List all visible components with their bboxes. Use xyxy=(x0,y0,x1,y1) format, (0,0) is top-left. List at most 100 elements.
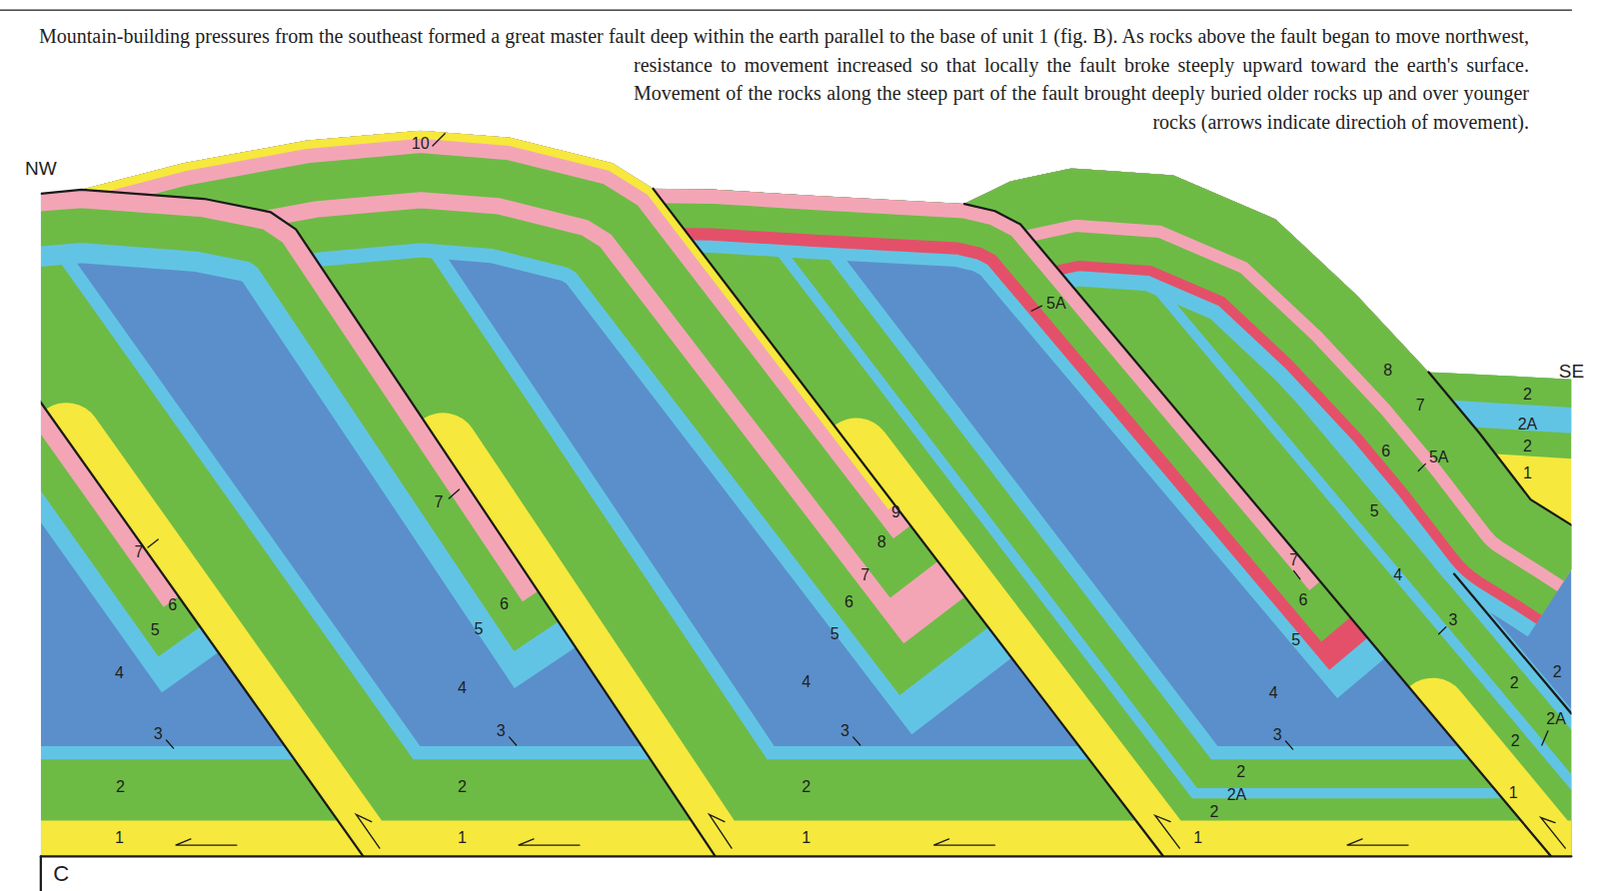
unit-number: 4 xyxy=(457,680,467,697)
rock-layers xyxy=(40,101,1573,857)
unit-number: 7 xyxy=(1416,397,1426,414)
unit-number: 5A xyxy=(1429,449,1450,466)
direction-label: C xyxy=(52,863,69,886)
leader-line xyxy=(1286,741,1294,750)
unit-number: 1 xyxy=(1509,785,1519,802)
unit-number: 2 xyxy=(115,779,125,796)
thrust-sheet xyxy=(40,101,1573,857)
movement-arrow xyxy=(1347,839,1409,846)
unit-number: 2 xyxy=(1523,386,1533,403)
fault-line xyxy=(964,203,1552,857)
thrust-sheet xyxy=(1408,356,1572,561)
leader-line xyxy=(1294,571,1301,580)
movement-arrow xyxy=(1155,815,1181,849)
unit-number: 9 xyxy=(891,504,901,521)
unit-number: 8 xyxy=(877,534,887,551)
caption-spacer xyxy=(37,21,39,79)
movement-arrow xyxy=(709,814,732,849)
unit-number: 4 xyxy=(801,674,811,691)
unit-number: 3 xyxy=(496,723,506,740)
caption-block: Mountain-building pressures from the sou… xyxy=(37,21,1530,139)
fault-line xyxy=(1428,372,1572,526)
unit-number: 3 xyxy=(1273,727,1283,744)
frame-line xyxy=(0,9,1572,891)
unit-number: 1 xyxy=(801,830,811,847)
unit-number: 2 xyxy=(801,779,811,796)
unit-number: 7 xyxy=(1289,552,1299,569)
unit-number: 2 xyxy=(1210,804,1220,821)
unit-number: 2 xyxy=(1553,664,1563,681)
leader-line xyxy=(1418,463,1426,471)
unit-number: 1 xyxy=(114,830,124,847)
unit-number: 2 xyxy=(1236,764,1246,781)
frame-line xyxy=(40,855,1573,858)
unit-number: 1 xyxy=(1523,465,1533,482)
fault-line xyxy=(40,189,716,857)
thrust-sheet xyxy=(949,167,1573,538)
movement-arrow xyxy=(933,839,995,846)
thrust-sheet xyxy=(612,152,1573,857)
leader-line xyxy=(1439,627,1447,635)
unit-number: 1 xyxy=(1193,830,1203,847)
fault-line xyxy=(652,188,1164,857)
unit-number: 8 xyxy=(1383,362,1393,379)
unit-number: 4 xyxy=(1393,567,1403,584)
unit-number: 7 xyxy=(434,494,444,511)
unit-number: 2 xyxy=(1511,733,1521,750)
thrust-sheet xyxy=(918,152,1572,857)
frame-line xyxy=(0,9,1572,11)
unit-number: 5 xyxy=(1291,632,1301,649)
unit-number: 6 xyxy=(844,594,854,611)
unit-number: 6 xyxy=(167,597,177,614)
caption-text: Mountain-building pressures from the sou… xyxy=(38,24,1530,133)
leader-line xyxy=(432,133,445,146)
unit-number: 5 xyxy=(473,621,483,638)
movement-arrow xyxy=(175,814,1567,849)
leader-line xyxy=(147,539,158,548)
leader-line xyxy=(853,737,861,746)
fault-line xyxy=(40,188,1573,857)
unit-number: 2 xyxy=(457,779,467,796)
thrust-sheet xyxy=(40,101,1573,857)
movement-arrow xyxy=(518,839,580,846)
leader-line xyxy=(1031,305,1042,311)
direction-label: NW xyxy=(24,158,57,178)
unit-number: 5 xyxy=(1370,503,1380,520)
unit-number: 2A xyxy=(1518,416,1539,433)
direction-label: SE xyxy=(1559,360,1585,380)
unit-number: 3 xyxy=(1449,612,1459,629)
unit-number: 2 xyxy=(1523,438,1533,455)
unit-number: 4 xyxy=(1269,685,1279,702)
unit-number: 10 xyxy=(411,135,430,152)
leader-line xyxy=(1542,731,1549,746)
leader-line xyxy=(509,737,517,746)
movement-arrow xyxy=(1541,818,1567,850)
thrust-sheet xyxy=(1433,713,1573,857)
movement-arrow xyxy=(355,814,379,849)
leader-line xyxy=(165,740,173,749)
unit-number: 6 xyxy=(499,596,509,613)
unit-number: 5 xyxy=(830,626,840,643)
unit-number: 3 xyxy=(840,723,850,740)
fault-line xyxy=(40,258,364,857)
unit-number: 2A xyxy=(1227,787,1248,804)
unit-number: 5A xyxy=(1046,295,1067,312)
leader-line xyxy=(448,489,459,499)
unit-number: 2 xyxy=(1510,675,1520,692)
unit-number: 3 xyxy=(153,726,163,743)
fault-line xyxy=(1454,574,1572,715)
unit-number: 7 xyxy=(133,544,143,561)
unit-number: 7 xyxy=(860,567,870,584)
unit-number: 4 xyxy=(114,665,124,682)
thrust-sheet xyxy=(949,167,1573,538)
unit-number: 6 xyxy=(1298,592,1308,609)
thrust-sheet xyxy=(949,167,1573,538)
unit-number: 5 xyxy=(150,622,160,639)
unit-number: 2A xyxy=(1546,711,1567,728)
unit-number: 1 xyxy=(457,830,467,847)
thrust-sheet xyxy=(1408,356,1572,561)
thrust-sheet xyxy=(949,167,1573,538)
unit-number: 6 xyxy=(1381,443,1391,460)
caption-spacer xyxy=(37,78,634,139)
